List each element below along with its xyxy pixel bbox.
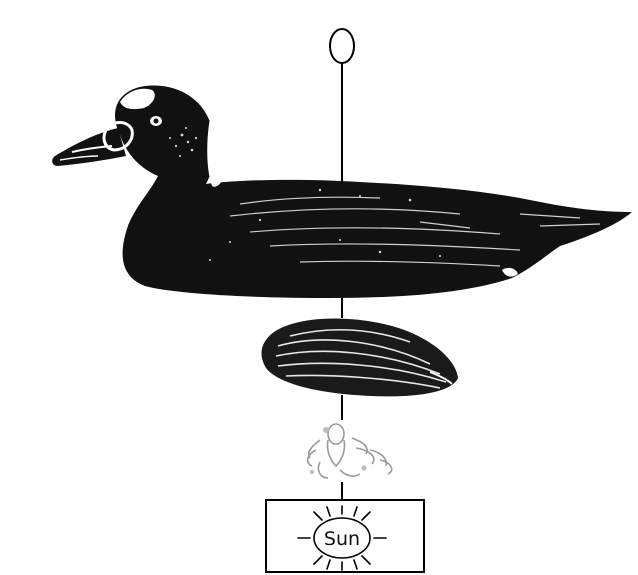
sun-label: Sun xyxy=(324,528,360,550)
sun-icon: Sun xyxy=(266,500,424,572)
plankton-icon xyxy=(308,424,392,478)
mussel-icon xyxy=(262,318,459,396)
empty-oval-icon xyxy=(330,29,354,63)
